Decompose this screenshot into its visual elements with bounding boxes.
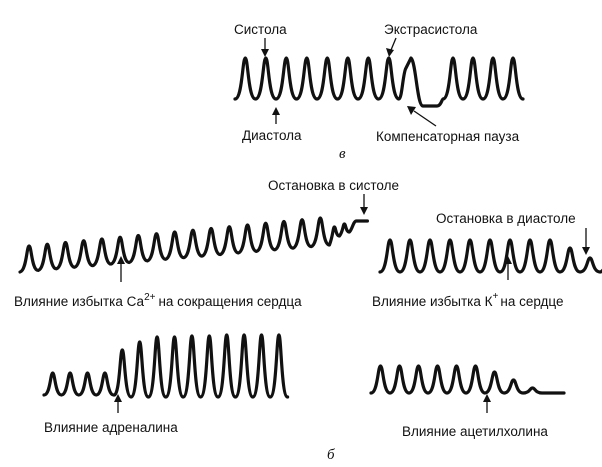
stop-diastole-label: Остановка в диастоле [436,211,576,226]
stop-systole-arrow-head [360,207,368,215]
systole-label: Систола [234,22,287,37]
diastole-label: Диастола [242,128,302,143]
calcium-wave [18,216,369,274]
extrasystole-arrow [390,37,397,51]
panel-b-calcium: Остановка в систоле Влияние избытка Са2+… [14,178,399,309]
acetylcholine-label: Влияние ацетилхолина [402,424,548,439]
stop-systole-label: Остановка в систоле [268,178,399,193]
acetylcholine-wave [369,364,566,395]
potassium-label: Влияние избытка К+на сердце [372,291,564,309]
pause-label: Компенсаторная пауза [376,129,520,144]
panel-b-acetylcholine: Влияние ацетилхолина [369,364,566,439]
systole-arrow-head [261,49,269,57]
calcium-arrow-head [117,256,125,264]
pause-arrow-head [407,106,416,115]
stop-diastole-arrow-head [582,247,590,255]
calcium-label: Влияние избытка Са2+на сокращения сердца [14,292,302,309]
adrenaline-label: Влияние адреналина [44,420,178,435]
panel-v: Систола Экстрасистола Диастола Компенсат… [233,22,525,162]
panel-v-letter: в [339,146,346,162]
acetylcholine-arrow-head [483,394,491,402]
adrenaline-arrow-head [114,394,122,402]
panel-b-adrenaline: Влияние адреналина [42,333,290,435]
panel-b-letter: б [327,447,335,463]
adrenaline-wave [42,333,290,399]
potassium-arrow-head [504,256,512,264]
extrasystole-label: Экстрасистола [384,22,478,37]
panel-b-potassium: Остановка в диастоле Влияние избытка К+н… [372,211,602,309]
potassium-wave [378,238,602,274]
extrasystole-wave [233,56,525,108]
extrasystole-arrow-head [386,48,394,57]
pause-arrow [413,110,437,127]
diastole-arrow-head [272,107,280,115]
